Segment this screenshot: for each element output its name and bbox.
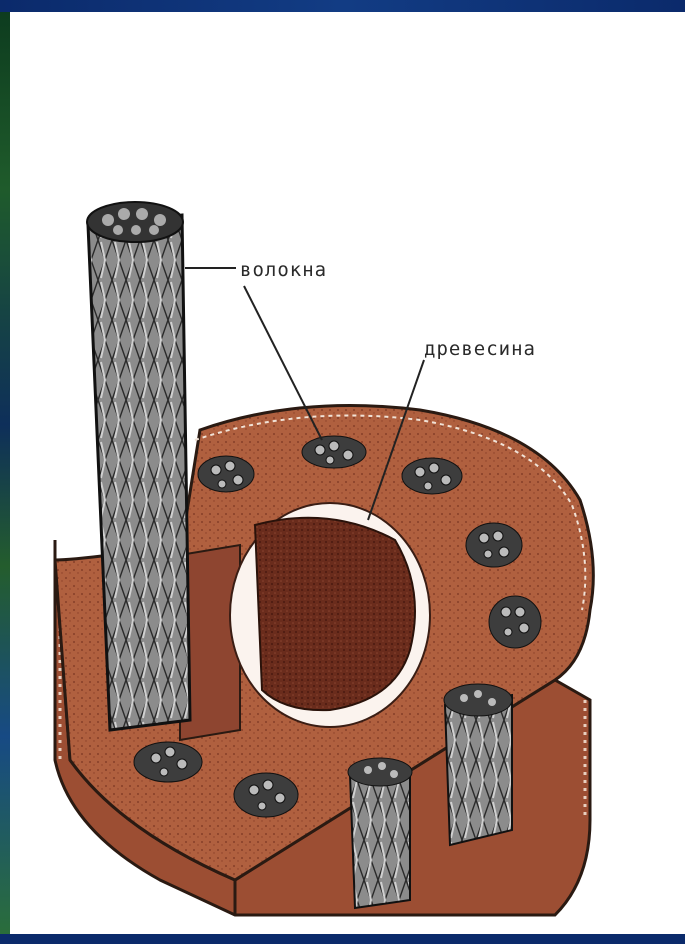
fiber-cluster	[466, 523, 522, 567]
wood-core	[230, 503, 430, 727]
label-fibers: волокна	[240, 259, 327, 281]
background-bottom-border	[0, 934, 685, 944]
label-wood: древесина	[424, 338, 536, 360]
fiber-cluster	[198, 456, 254, 492]
fiber-bundle-protruding-large	[444, 684, 512, 845]
fiber-cluster	[402, 458, 462, 494]
fiber-cluster	[489, 596, 541, 648]
fiber-cluster	[302, 436, 366, 468]
fiber-cluster	[234, 773, 298, 817]
fiber-bundle-protruding-small	[348, 758, 412, 908]
fiber-cluster	[134, 742, 202, 782]
